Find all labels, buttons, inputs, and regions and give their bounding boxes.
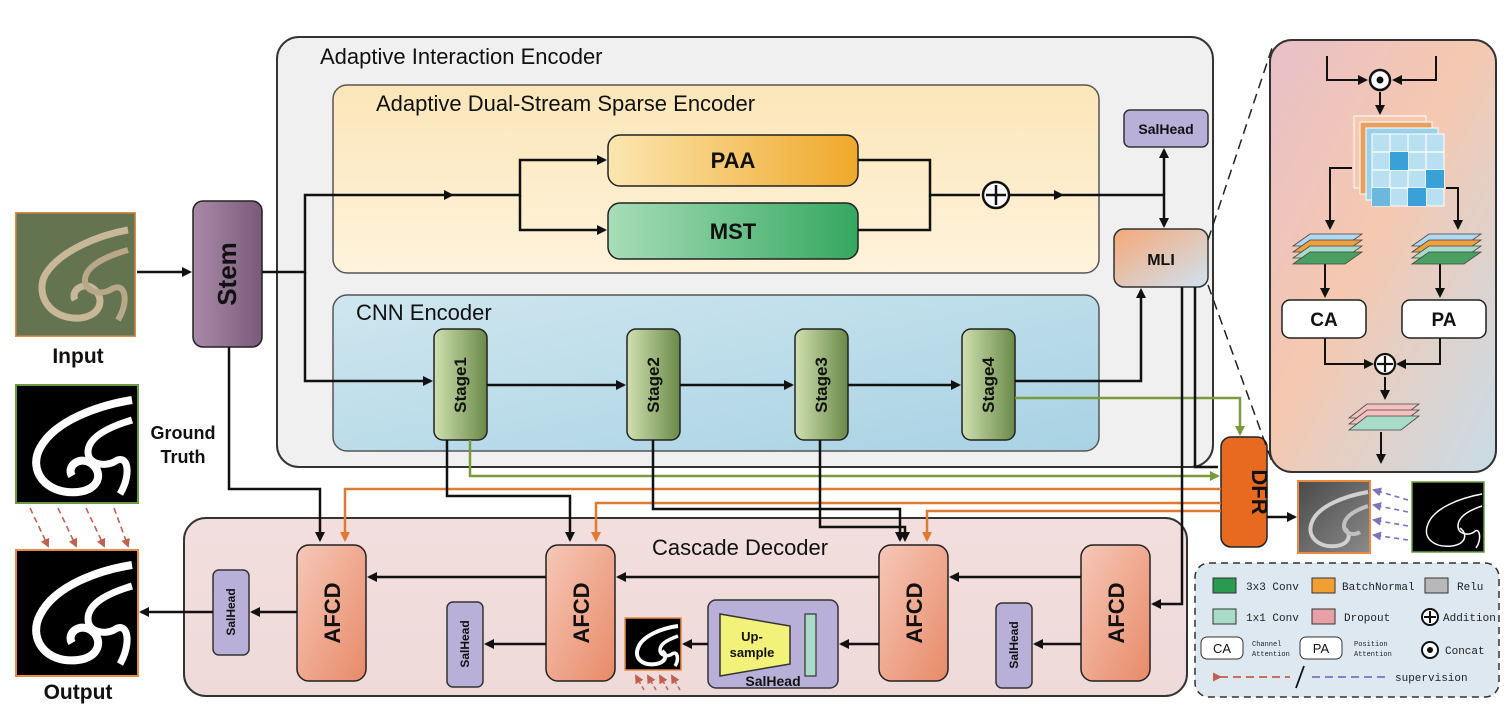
encoder-title: Adaptive Interaction Encoder — [320, 44, 603, 69]
legend-pa-line2: Attention — [1354, 651, 1392, 659]
legend-batchnorm-swatch — [1311, 577, 1336, 594]
legend-ca-box — [1200, 636, 1244, 660]
upsample-label-1: Up- — [741, 629, 763, 644]
afcd-blocks — [296, 544, 1151, 682]
afcd-label-4: AFCD — [1104, 582, 1129, 643]
dfr-block — [1220, 436, 1268, 548]
cnn-encoder-panel — [332, 294, 1100, 452]
legend-ca-line1: Channel — [1252, 641, 1281, 649]
legend-ca-line2: Attention — [1252, 651, 1290, 659]
legend-slash — [1295, 665, 1305, 689]
stage4-block — [961, 328, 1016, 441]
intermediate-output-image — [624, 617, 682, 671]
dfr-saliency-map — [1297, 480, 1371, 554]
stage2-label: Stage2 — [644, 357, 663, 413]
salhead-detail-label: SalHead — [745, 673, 800, 689]
gt-supervision-arrows — [29, 507, 130, 548]
mli-detail-lines — [1320, 56, 1463, 464]
stage-blocks — [433, 328, 1016, 441]
dfr-label: DFR — [1247, 469, 1272, 514]
pa-block — [1401, 299, 1487, 339]
legend-relu-swatch — [1424, 577, 1449, 594]
ca-block — [1281, 299, 1367, 339]
gt-thumbnail — [1411, 481, 1485, 553]
salhead-decoder-3 — [995, 602, 1033, 689]
salhead-decoder-3-label: SalHead — [1007, 621, 1021, 668]
concat-icon — [1368, 68, 1392, 92]
afcd-block-2 — [545, 544, 616, 682]
legend-pa-box — [1299, 636, 1343, 660]
input-image — [15, 212, 136, 337]
legend-conv1: 1x1 Conv — [1246, 613, 1299, 625]
salhead-encoder-label: SalHead — [1138, 121, 1193, 137]
output-label: Output — [44, 681, 113, 704]
legend-ca-box-label: CA — [1213, 641, 1231, 656]
conv1x1-bar — [804, 613, 817, 677]
legend-batchnorm: BatchNormal — [1342, 582, 1415, 594]
legend-box — [1194, 562, 1500, 698]
cnn-encoder-title: CNN Encoder — [356, 300, 492, 325]
stage1-label: Stage1 — [451, 357, 470, 413]
legend-conv3: 3x3 Conv — [1246, 582, 1299, 594]
legend-addition-icon — [1421, 608, 1439, 626]
input-label: Input — [52, 345, 103, 368]
zoom-line-top — [1207, 47, 1273, 241]
legend-dropout: Dropout — [1344, 613, 1390, 625]
legend-pa-box-label: PA — [1313, 641, 1330, 656]
mst-label: MST — [710, 219, 757, 244]
pa-feature-stack — [1410, 233, 1483, 265]
mli-label: MLI — [1147, 252, 1175, 269]
dfr-to-afcd-lines — [340, 487, 1221, 542]
ground-truth-image — [15, 384, 139, 504]
salhead-decoder-2-label: SalHead — [458, 620, 472, 667]
legend-addition: Addition — [1443, 613, 1496, 625]
afcd-label-3: AFCD — [902, 582, 927, 643]
upsample-label-2: sample — [730, 645, 775, 660]
ground-truth-label-2: Truth — [161, 447, 206, 467]
afcd-label-1: AFCD — [320, 582, 345, 643]
encoder-flow-lines — [262, 148, 1169, 390]
salhead-decoder-2 — [446, 601, 484, 688]
feature-cube — [1353, 115, 1445, 207]
salhead-encoder — [1123, 109, 1209, 148]
stage3-label: Stage3 — [812, 357, 831, 413]
legend-concat-icon — [1421, 641, 1439, 659]
decoder-flow-lines — [139, 572, 1081, 649]
decoder-title: Cascade Decoder — [652, 535, 828, 560]
intermediate-supervision-arrows — [635, 674, 681, 691]
stem-label: Stem — [212, 242, 242, 306]
stage-to-dfr-lines — [468, 396, 1245, 481]
afcd-block-3 — [878, 544, 949, 682]
zoom-line-bottom — [1207, 284, 1273, 463]
panel-addition-icon — [1373, 352, 1397, 376]
legend-relu: Relu — [1457, 582, 1483, 594]
stage4-label: Stage4 — [979, 357, 998, 413]
output-image — [15, 549, 139, 677]
salhead-decoder-1-label: SalHead — [224, 588, 238, 635]
pa-label: PA — [1432, 310, 1457, 331]
legend-dropout-swatch — [1311, 608, 1336, 625]
legend-conv1-swatch — [1212, 608, 1237, 625]
addition-icon — [981, 180, 1011, 210]
legend-supervision: supervision — [1395, 673, 1468, 685]
afcd-label-2: AFCD — [569, 582, 594, 643]
skip-connection-lines — [227, 287, 1218, 609]
output-feature-stack — [1347, 403, 1421, 431]
afcd-block-4 — [1080, 544, 1151, 682]
ca-label: CA — [1310, 310, 1338, 331]
dual-stream-title: Adaptive Dual-Stream Sparse Encoder — [376, 91, 755, 116]
mli-block — [1113, 228, 1209, 288]
paa-label: PAA — [711, 148, 756, 173]
stem-block — [192, 200, 263, 348]
legend-concat: Concat — [1445, 646, 1485, 658]
ca-feature-stack — [1291, 233, 1364, 265]
legend-pa-line1: Position — [1354, 641, 1388, 649]
legend-conv3-swatch — [1212, 577, 1237, 594]
dfr-supervision-arrows — [1372, 487, 1409, 541]
upsample-block — [719, 613, 791, 677]
ground-truth-label-1: Ground — [151, 423, 216, 443]
